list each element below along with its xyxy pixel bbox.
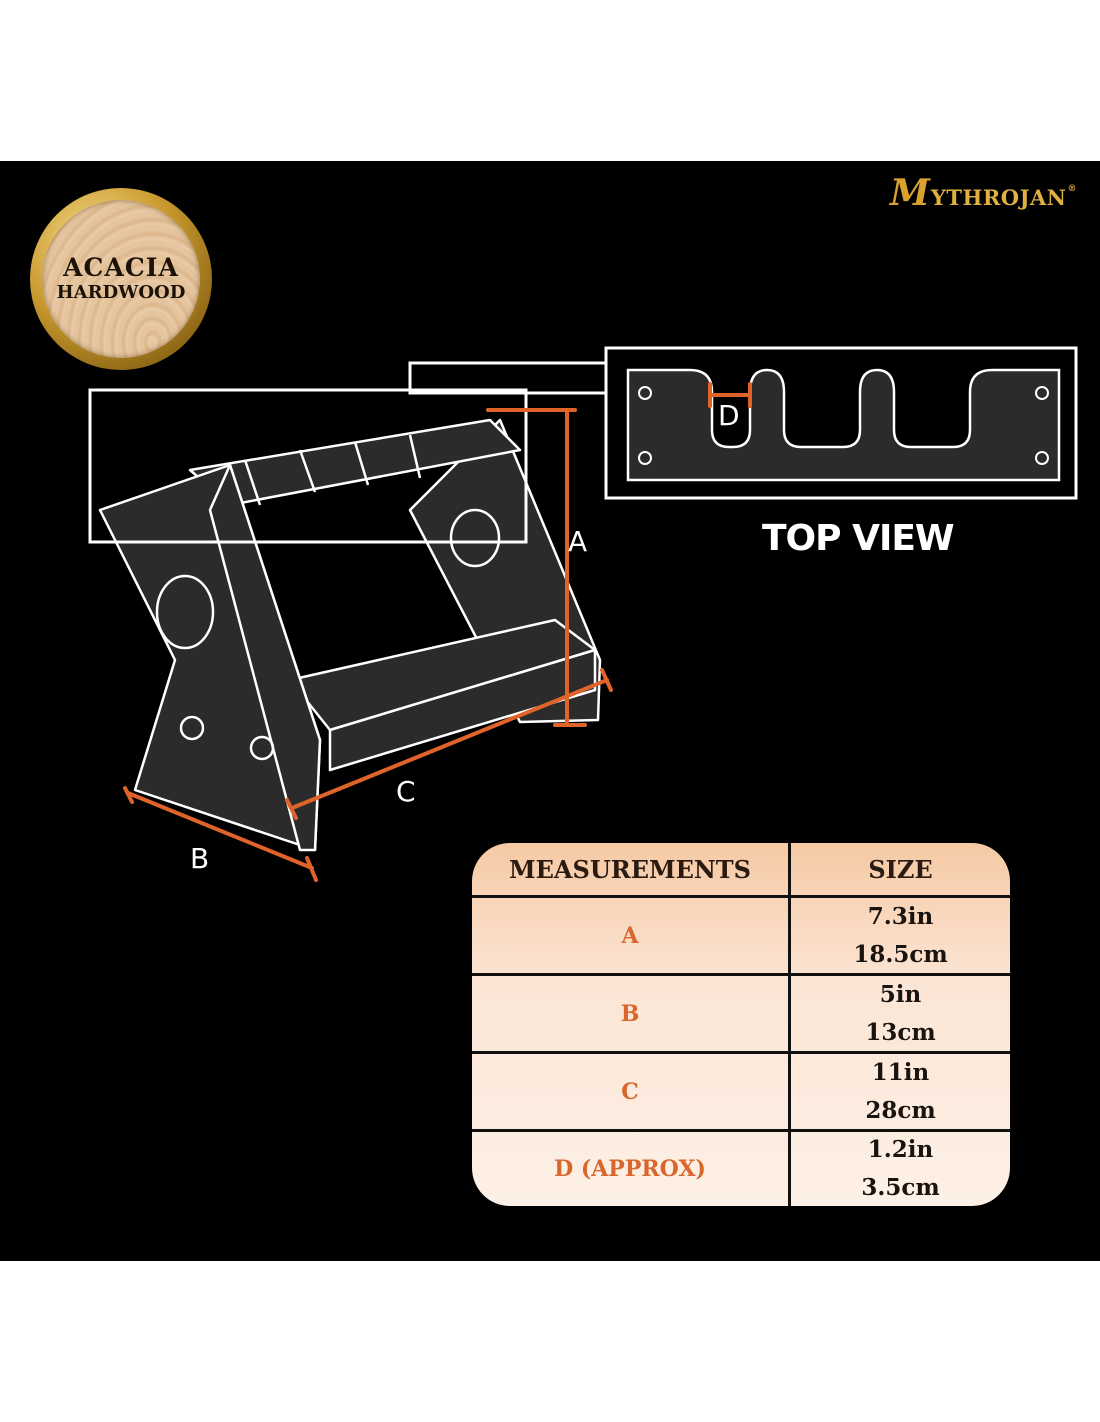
top-view-title: TOP VIEW: [762, 518, 955, 559]
row-inches: 1.2in: [867, 1136, 934, 1163]
measurements-table: MEASUREMENTS SIZE A 7.3in 18.5cm B 5in 1…: [472, 843, 1010, 1206]
dim-c-line: [290, 678, 609, 810]
table-row: C 11in 28cm: [472, 1054, 1010, 1132]
brand-initial: M: [890, 172, 930, 214]
table-row: B 5in 13cm: [472, 976, 1010, 1054]
table-row: D (APPROX) 1.2in 3.5cm: [472, 1132, 1010, 1206]
brand-registered-mark: ®: [1067, 184, 1077, 194]
brand-name: YTHROJAN: [930, 185, 1067, 210]
label-d: D: [718, 399, 740, 432]
foot-hole-right: [249, 735, 275, 761]
brand-logo: M YTHROJAN ®: [890, 172, 1080, 214]
label-a: A: [568, 525, 588, 558]
table-column-divider: [788, 843, 791, 1206]
top-view-shape: [626, 368, 1061, 482]
right-panel-hole: [449, 508, 501, 568]
badge-wood-center: ACACIA HARDWOOD: [42, 200, 200, 358]
row-inches: 5in: [879, 980, 922, 1008]
rack-slots: [243, 434, 422, 506]
row-dimension: D (APPROX): [554, 1156, 706, 1182]
row-inches: 11in: [871, 1058, 930, 1086]
left-panel-front: [208, 463, 322, 852]
table-header-row: MEASUREMENTS SIZE: [472, 843, 1010, 898]
top-callout-box: [88, 388, 528, 544]
row-cm: 18.5cm: [853, 940, 948, 968]
header-measurements: MEASUREMENTS: [509, 854, 751, 884]
row-inches: 7.3in: [867, 902, 934, 930]
left-panel-hole: [155, 574, 215, 650]
row-dimension: C: [621, 1078, 639, 1105]
badge-line1: ACACIA: [63, 253, 179, 282]
dim-b-line: [126, 791, 314, 870]
acacia-hardwood-badge: ACACIA HARDWOOD: [30, 188, 212, 370]
table-row: A 7.3in 18.5cm: [472, 898, 1010, 976]
label-c: C: [396, 775, 416, 808]
foot-hole-left: [179, 715, 205, 741]
badge-line2: HARDWOOD: [56, 282, 186, 303]
row-cm: 13cm: [865, 1018, 936, 1046]
label-b: B: [190, 842, 210, 875]
header-size: SIZE: [868, 854, 933, 884]
bottom-shelf-front: [328, 648, 597, 772]
row-dimension: B: [620, 1000, 640, 1027]
row-cm: 28cm: [865, 1096, 936, 1124]
row-cm: 3.5cm: [861, 1174, 940, 1201]
row-dimension: A: [621, 922, 639, 949]
